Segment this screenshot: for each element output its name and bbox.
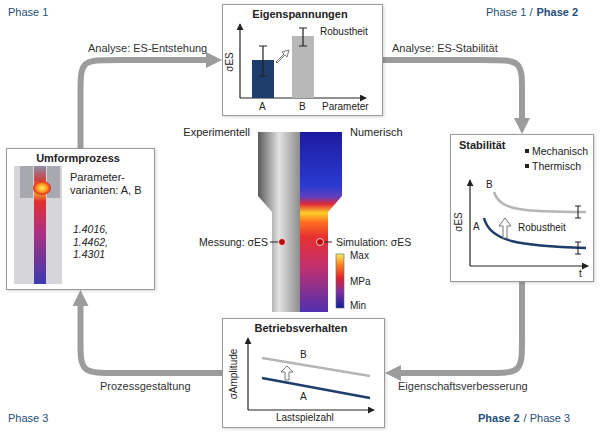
chart-label: B xyxy=(299,101,306,113)
chart-label: A xyxy=(473,221,480,233)
specimen-illustration xyxy=(324,242,332,243)
phase-label: Phase 3 xyxy=(8,412,48,425)
panel-box: Betriebsverhalten xyxy=(222,318,385,428)
panel-heading: Betriebsverhalten xyxy=(223,322,379,335)
fatigue-chart xyxy=(248,409,374,410)
chart-label: Robustheit xyxy=(320,26,368,38)
stability-chart xyxy=(469,180,470,266)
chart-label: Experimentell xyxy=(183,126,250,139)
stability-chart xyxy=(525,164,529,168)
stability-chart xyxy=(484,218,586,248)
chart-label: σAmplitude xyxy=(228,349,240,400)
specimen-illustration xyxy=(279,239,286,246)
residual-stress-chart xyxy=(276,50,289,63)
stability-chart xyxy=(470,149,588,266)
fatigue-chart xyxy=(247,338,248,410)
stability-chart xyxy=(494,192,586,212)
chart-label: Thermisch xyxy=(532,160,581,172)
chart-label: Parameter xyxy=(322,101,369,113)
forming-illustration xyxy=(14,166,62,284)
edge-label: Eigenschaftsverbesserung xyxy=(398,380,528,392)
specimen-illustration xyxy=(270,242,278,243)
specimen-illustration xyxy=(317,239,324,246)
phase-label: Phase 2 xyxy=(478,412,520,425)
chart-label: σES xyxy=(224,52,236,72)
panel-text: Parameter- varianten: A, B xyxy=(70,171,146,197)
chart-label: A xyxy=(300,391,307,403)
phase-label: Phase 2 xyxy=(536,6,578,19)
specimen-illustration xyxy=(336,254,344,308)
panel-text: 1.4016, 1.4462, 1.4301 xyxy=(73,223,137,261)
fatigue-chart xyxy=(262,358,370,376)
fatigue-chart xyxy=(281,366,293,380)
chart-label: Robustheit xyxy=(518,222,566,234)
edge-label: Prozessgestaltung xyxy=(100,380,191,392)
forming-illustration xyxy=(20,166,33,198)
specimen-illustration xyxy=(258,132,300,312)
panel-heading: Umformprozess xyxy=(7,152,149,165)
chart-label: B xyxy=(486,179,493,191)
stability-chart xyxy=(525,149,529,153)
panel-box: Eigenspannungen xyxy=(222,4,383,116)
specimen-illustration xyxy=(258,132,344,312)
cycle-arrow xyxy=(81,306,223,373)
fatigue-chart xyxy=(248,338,374,410)
chart-label: Min xyxy=(350,300,366,312)
chart-label: Numerisch xyxy=(350,126,403,139)
residual-stress-chart xyxy=(299,28,307,46)
phase-label: / Phase 3 xyxy=(524,412,570,425)
cycle-arrow xyxy=(383,60,522,118)
chart-label: Simulation: σES xyxy=(336,236,411,248)
stability-chart xyxy=(575,242,581,254)
residual-stress-chart xyxy=(239,24,240,98)
panel-heading: Eigenspannungen xyxy=(223,8,377,21)
stability-chart xyxy=(575,206,581,218)
phase-label: Phase 1 xyxy=(8,6,48,19)
chart-label: σES xyxy=(453,212,465,232)
forming-illustration xyxy=(14,166,62,284)
cycle-arrow xyxy=(401,282,522,373)
chart-label: t xyxy=(579,268,582,280)
fatigue-chart xyxy=(262,378,370,398)
chart-label: Mechanisch xyxy=(532,145,588,157)
residual-stress-chart xyxy=(259,46,267,76)
edge-label: Analyse: ES-Stabilität xyxy=(392,42,498,54)
stability-chart xyxy=(499,218,511,238)
chart-label: A xyxy=(259,101,266,113)
chart-label: MPa xyxy=(350,276,371,288)
panel-box: UmformprozessParameter- varianten: A, B 1… xyxy=(6,148,155,290)
chart-label: Lastspielzahl xyxy=(276,412,334,424)
phase-label: Phase 1 / xyxy=(486,6,532,19)
forming-illustration xyxy=(33,181,51,195)
chart-label: B xyxy=(300,349,307,361)
chart-label: Messung: σES xyxy=(199,236,268,248)
stability-chart xyxy=(470,265,588,266)
edge-label: Analyse: ES-Entstehung xyxy=(88,42,207,54)
forming-illustration xyxy=(47,166,60,198)
chart-label: Max xyxy=(350,250,369,262)
